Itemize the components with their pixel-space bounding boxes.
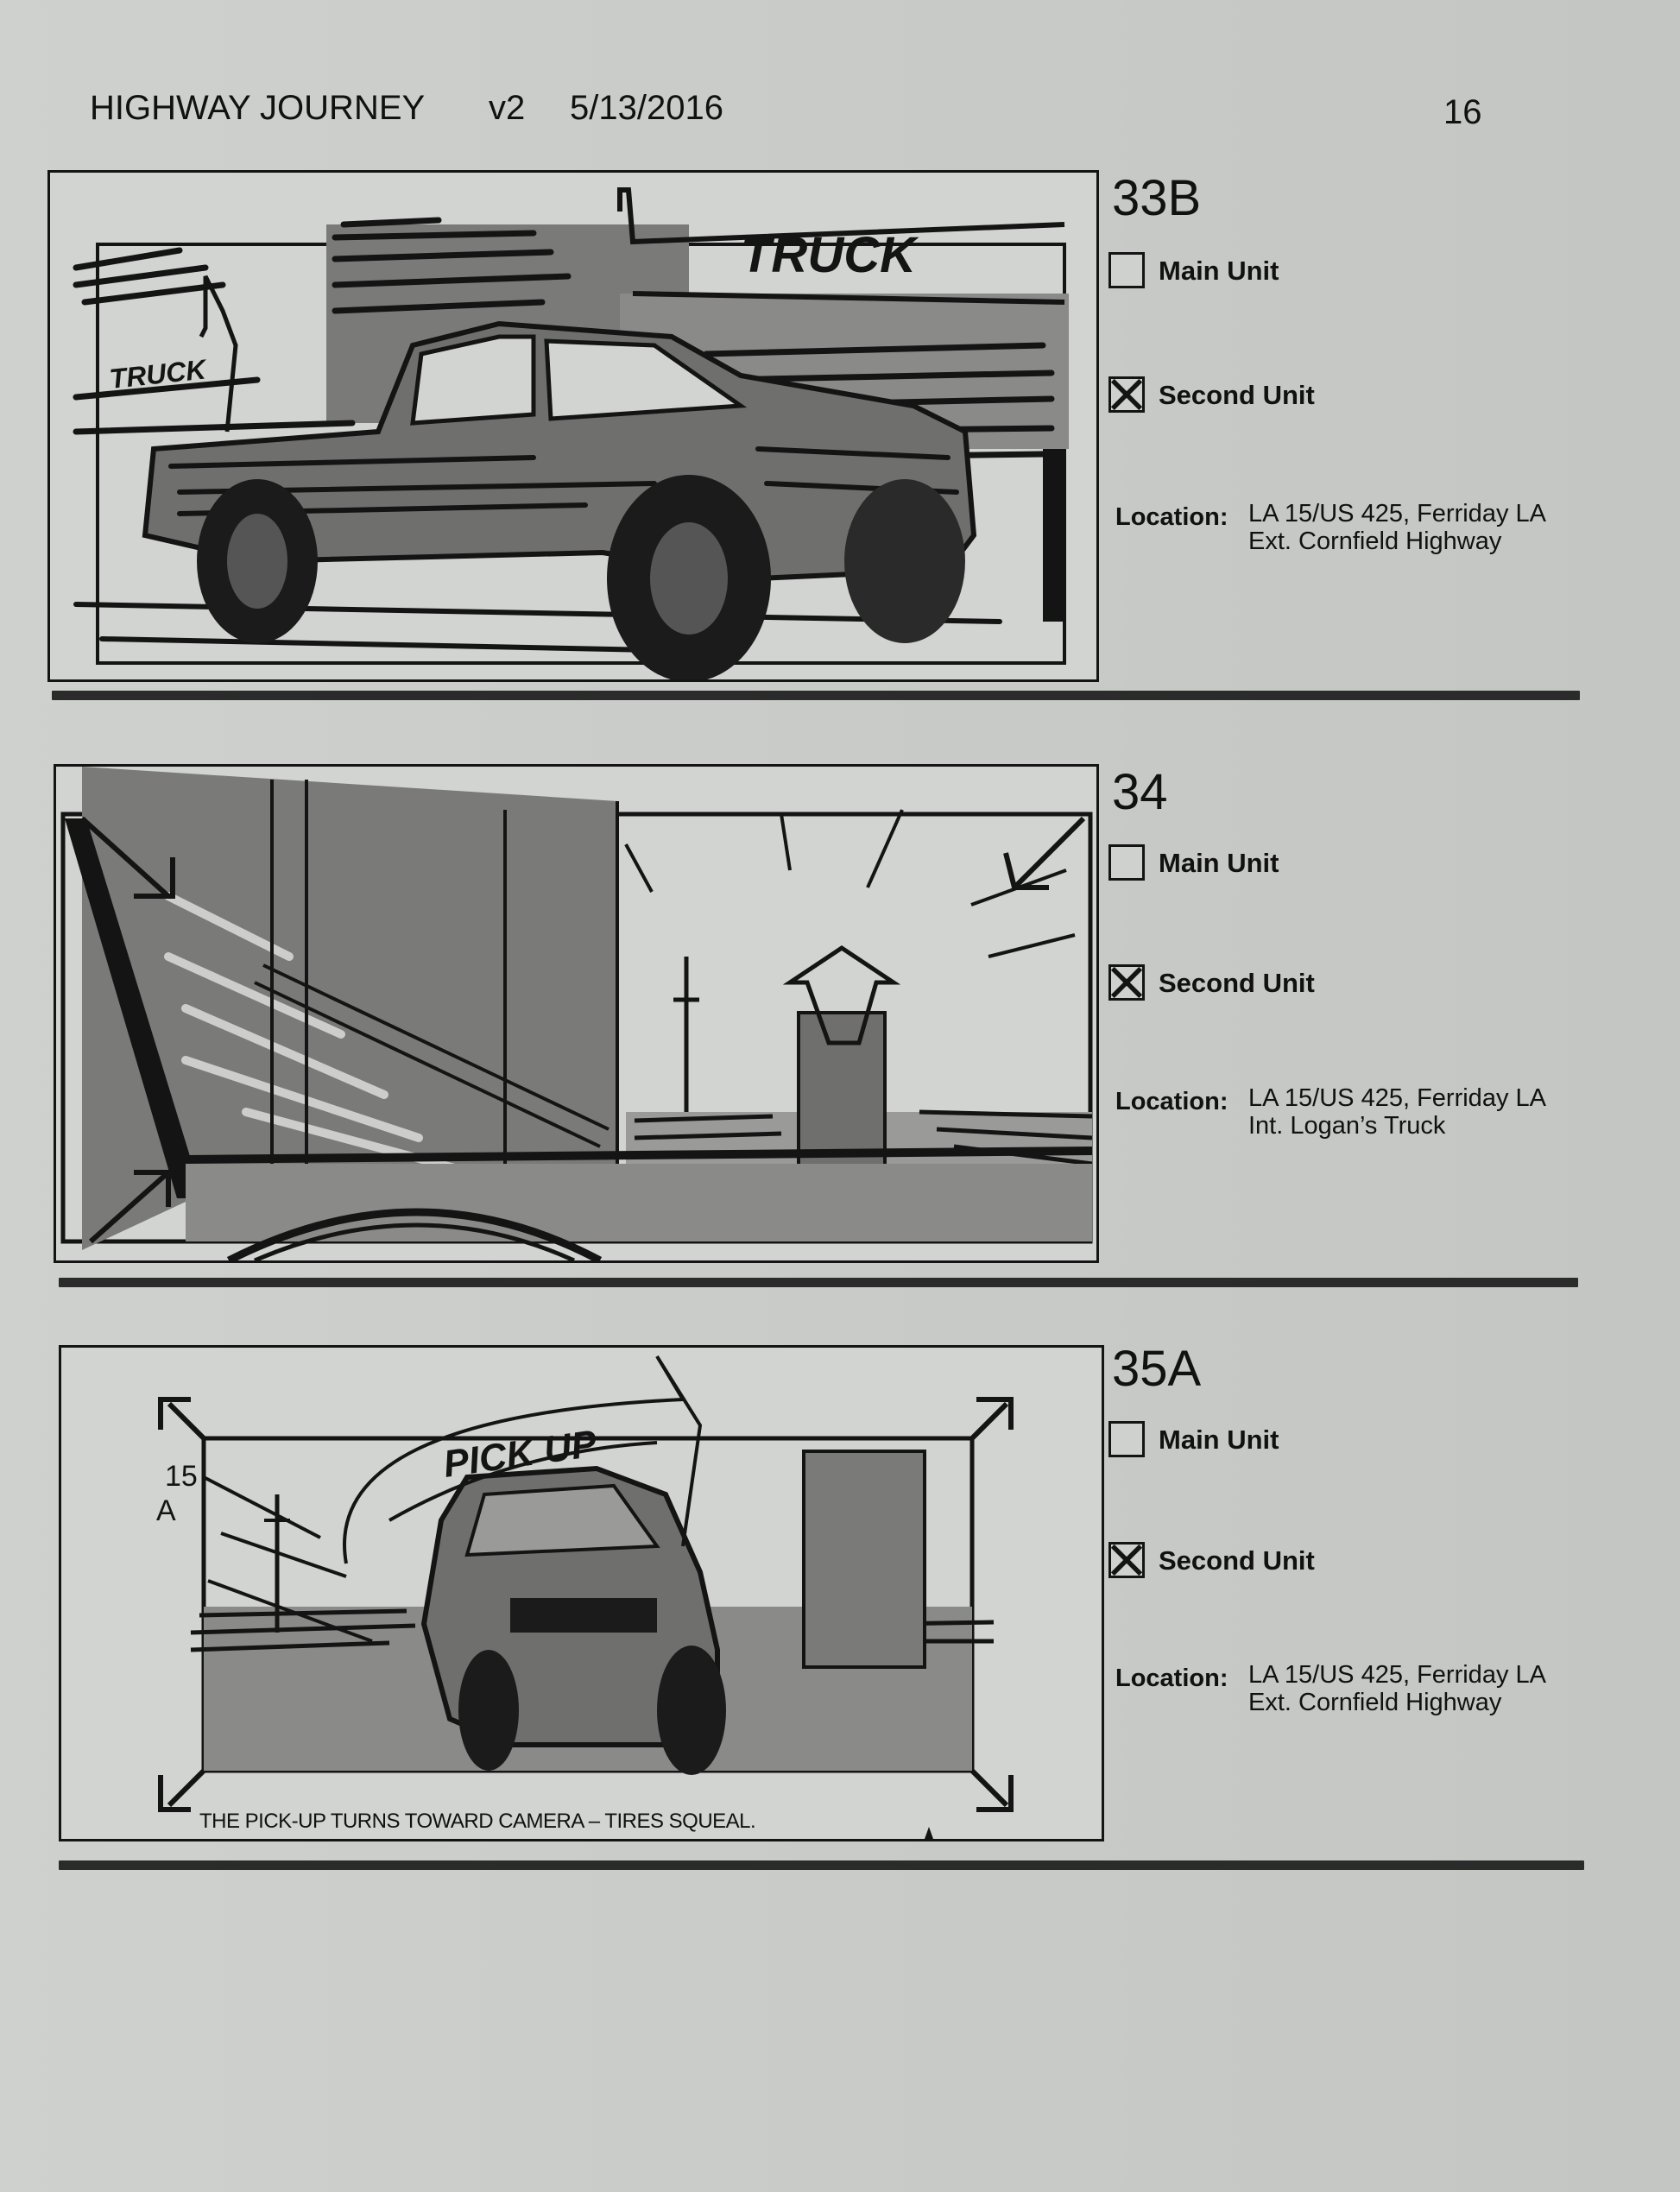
storyboard-frame-33b: TRUCK TRUCK [47,170,1099,682]
storyboard-frame-35a: PICK UP 15 A THE PICK-UP TURNS TOWARD CA… [59,1345,1104,1841]
location-label: Location: [1115,1088,1228,1115]
sketch-label-15: 15 [165,1460,198,1493]
location-line-1: LA 15/US 425, Ferriday LA [1248,1661,1546,1689]
second-unit-checkbox[interactable] [1108,964,1145,1001]
checkmark-x-icon [1111,379,1142,410]
second-unit-checkbox[interactable] [1108,1542,1145,1578]
second-unit-checkbox[interactable] [1108,376,1145,413]
date-label: 5/13/2016 [570,89,723,127]
location-line-1: LA 15/US 425, Ferriday LA [1248,500,1546,527]
location-label: Location: [1115,503,1228,531]
checkmark-x-icon [1111,967,1142,998]
main-unit-label: Main Unit [1159,256,1279,286]
second-unit-label: Second Unit [1159,380,1315,410]
cab-interior-sketch [60,767,1093,1260]
sketch-label-truck-top: TRUCK [741,227,919,283]
shot-number: 35A [1112,1341,1202,1397]
location-line-2: Int. Logan’s Truck [1248,1112,1446,1140]
sketch-label-a: A [156,1494,176,1527]
location-label: Location: [1115,1665,1228,1692]
panel-separator [59,1860,1584,1870]
main-unit-label: Main Unit [1159,1424,1279,1455]
panel-separator [52,691,1580,700]
location-line-2: Ext. Cornfield Highway [1248,527,1502,555]
truck-side-sketch: TRUCK TRUCK [73,187,1069,679]
version-label: v2 [489,89,526,127]
document-title: HIGHWAY JOURNEY [90,89,426,127]
page-number: 16 [1443,93,1482,131]
main-unit-checkbox[interactable] [1108,1421,1145,1457]
location-line-2: Ext. Cornfield Highway [1248,1689,1502,1716]
panel-separator [59,1278,1578,1287]
second-unit-label: Second Unit [1159,968,1315,998]
storyboard-frame-34 [54,764,1099,1263]
main-unit-checkbox[interactable] [1108,252,1145,288]
shot-caption: THE PICK-UP TURNS TOWARD CAMERA – TIRES … [199,1810,756,1833]
checkmark-x-icon [1111,1545,1142,1576]
shot-number: 33B [1112,170,1202,226]
main-unit-label: Main Unit [1159,848,1279,878]
location-line-1: LA 15/US 425, Ferriday LA [1248,1084,1546,1112]
pickup-front-sketch: PICK UP 15 A [156,1355,1014,1839]
shot-number: 34 [1112,764,1168,820]
second-unit-label: Second Unit [1159,1545,1315,1576]
main-unit-checkbox[interactable] [1108,844,1145,881]
